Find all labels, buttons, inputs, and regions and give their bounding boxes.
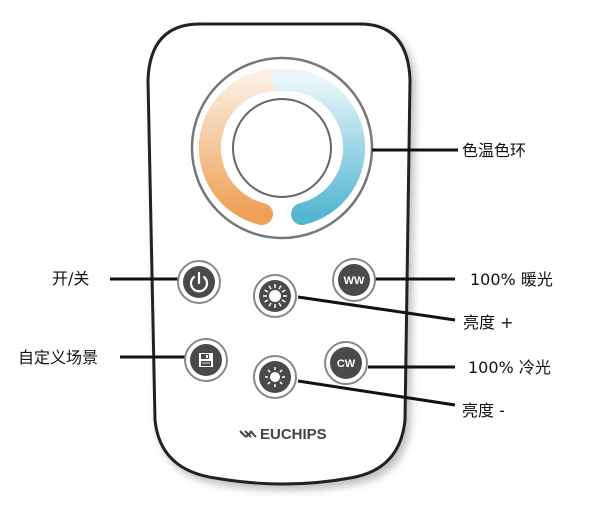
sun-ray	[279, 381, 283, 385]
sun-ray	[281, 299, 286, 303]
label-brightness-down: 亮度 -	[462, 401, 505, 420]
label-warm: 100% 暖光	[470, 270, 553, 289]
sun-ray	[264, 289, 269, 293]
label-color-ring: 色温色环	[462, 141, 526, 160]
label-cool: 100% 冷光	[468, 358, 551, 377]
cw-label: CW	[337, 358, 356, 370]
sun-ray	[278, 302, 282, 307]
brightness-down-button[interactable]	[253, 355, 297, 399]
sun-ray	[268, 302, 272, 307]
power-button[interactable]	[177, 260, 221, 304]
brand-logo: EUCHIPS	[239, 426, 327, 443]
custom-scene-button[interactable]	[184, 338, 228, 382]
cool-white-button[interactable]: CW	[324, 341, 368, 385]
sun-ray	[267, 369, 271, 373]
sun-ray	[268, 285, 272, 290]
brand-name: EUCHIPS	[260, 426, 327, 443]
sun-ray	[267, 381, 271, 385]
ww-label: WW	[344, 275, 365, 287]
sun-small-icon	[265, 367, 285, 387]
label-brightness-up: 亮度 +	[463, 313, 514, 332]
color-temperature-ring[interactable]	[190, 56, 374, 240]
save-icon	[199, 353, 213, 367]
sun-ray	[281, 289, 286, 293]
sun-large-icon	[263, 284, 287, 308]
power-icon	[189, 271, 209, 293]
warm-white-button[interactable]: WW	[332, 258, 376, 302]
sun-ray	[264, 299, 269, 303]
leader-lines	[110, 148, 458, 407]
sun-ray	[279, 369, 283, 373]
label-power: 开/关	[52, 269, 89, 288]
brightness-up-button[interactable]	[253, 274, 297, 318]
sun-ray	[278, 285, 282, 290]
logo-mark-icon	[239, 430, 257, 438]
label-custom-scene: 自定义场景	[18, 348, 98, 367]
